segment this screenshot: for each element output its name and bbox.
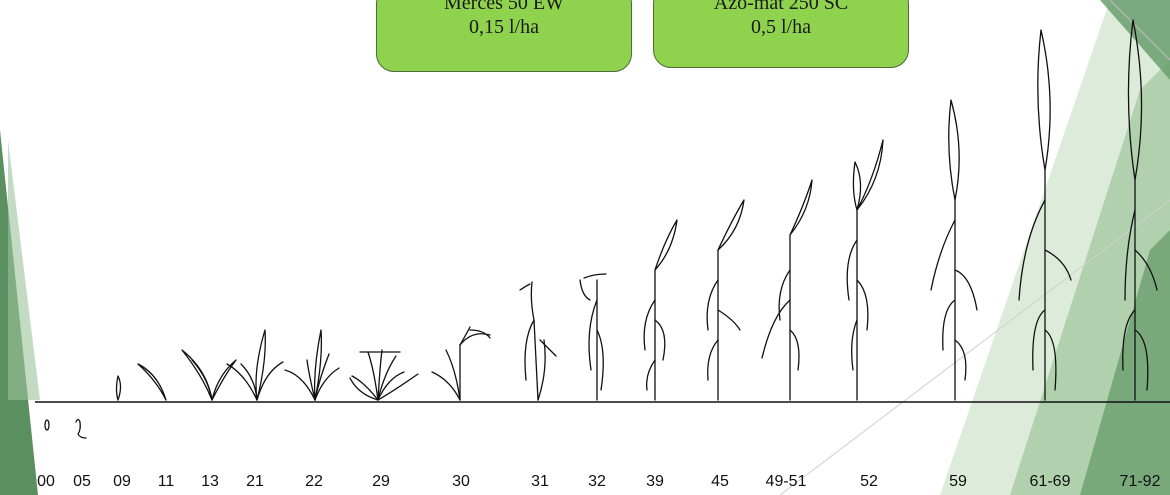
stage-label: 45 [711, 473, 729, 490]
plant-stage-59 [930, 99, 978, 401]
callout-product-label: Merces 50 EW [444, 0, 564, 14]
right-green-band-3 [1080, 230, 1170, 495]
stage-label: 09 [113, 473, 131, 490]
callout-dose-label: 0,15 l/ha [469, 16, 539, 38]
stage-label: 59 [949, 473, 967, 490]
callout-merces: Merces 50 EW 0,15 l/ha [376, 0, 632, 72]
stage-label: 49-51 [765, 473, 807, 490]
stage-label: 61-69 [1029, 473, 1071, 490]
plant-stage-61-69 [1018, 29, 1072, 401]
plant-stage-22 [284, 329, 340, 401]
stage-label: 39 [646, 473, 664, 490]
stage-label: 30 [452, 473, 470, 490]
diagonal-line-1 [779, 199, 1170, 495]
stage-label: 13 [201, 473, 219, 490]
diagonal-line-2 [1109, 0, 1170, 61]
plant-stage-30 [431, 326, 491, 401]
right-green-band-4 [1100, 0, 1170, 80]
stage-label: 52 [860, 473, 878, 490]
plant-stage-52 [846, 139, 884, 401]
stage-label: 21 [246, 473, 264, 490]
plant-stage-45 [706, 199, 745, 401]
plant-stage-32 [579, 273, 607, 401]
stage-label: 05 [73, 473, 91, 490]
stage-label: 11 [157, 473, 175, 490]
plant-stage-71-92 [1122, 19, 1158, 401]
stage-label: 22 [305, 473, 323, 490]
plant-stage-21 [226, 329, 284, 401]
callout-azo-mat: Azo-mat 250 SC 0,5 l/ha [653, 0, 909, 68]
plant-stage-11 [137, 363, 167, 401]
plant-stage-29 [349, 349, 419, 401]
plant-stage-39 [643, 219, 678, 401]
plant-stage-13 [181, 349, 237, 401]
stage-label: 29 [372, 473, 390, 490]
stage-label: 00 [37, 473, 55, 490]
plant-stage-00 [44, 419, 50, 431]
plant-stage-05 [75, 418, 87, 439]
callout-product-label: Azo-mat 250 SC [713, 0, 849, 14]
plant-stage-09 [115, 375, 122, 401]
plant-stage-31 [519, 281, 557, 401]
plant-stage-49-51 [761, 179, 813, 401]
stage-label: 71-92 [1119, 473, 1161, 490]
stage-label: 32 [588, 473, 606, 490]
callout-dose-label: 0,5 l/ha [751, 16, 811, 38]
stage-label: 31 [531, 473, 549, 490]
left-green-triangle-light [8, 140, 40, 400]
